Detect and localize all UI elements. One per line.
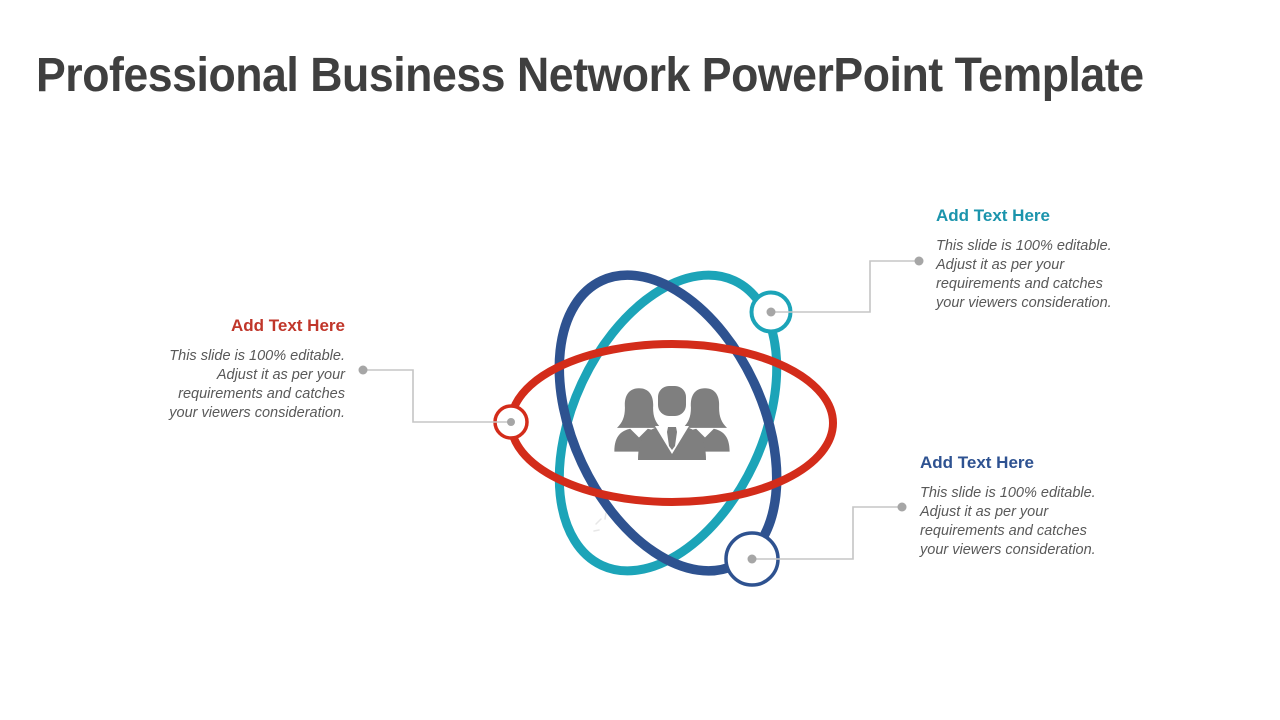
connector-dot [766, 307, 776, 317]
connector-dots [358, 256, 924, 564]
callout-heading: Add Text Here [231, 316, 345, 335]
connector-dot [914, 256, 924, 266]
callout-bottom-right: Add Text Here This slide is 100% editabl… [920, 453, 1125, 560]
connector-line-top-right [771, 260, 919, 313]
orbit-ellipse-teal [554, 270, 782, 576]
people-group-icon [614, 386, 730, 460]
callout-heading: Add Text Here [936, 206, 1050, 225]
callout-body: This slide is 100% editable. Adjust it a… [936, 238, 1112, 311]
person-man-center-icon [638, 386, 706, 460]
slide-title: Professional Business Network PowerPoint… [36, 49, 1144, 102]
connector-line-left [363, 369, 511, 423]
orbit-ellipses [507, 270, 837, 576]
callout-body: This slide is 100% editable. Adjust it a… [169, 348, 345, 421]
connectors [363, 260, 919, 560]
connector-line-bottom-right [752, 506, 902, 560]
connector-dot [747, 554, 757, 564]
callout-top-right: Add Text Here This slide is 100% editabl… [936, 206, 1141, 313]
callout-body: This slide is 100% editable. Adjust it a… [920, 485, 1096, 558]
callout-heading: Add Text Here [920, 453, 1034, 472]
connector-dot [897, 502, 907, 512]
connector-dot [507, 418, 515, 426]
callout-left: Add Text Here This slide is 100% editabl… [85, 316, 345, 423]
orbit-ellipse-red [507, 340, 837, 506]
connector-dot [358, 365, 368, 375]
